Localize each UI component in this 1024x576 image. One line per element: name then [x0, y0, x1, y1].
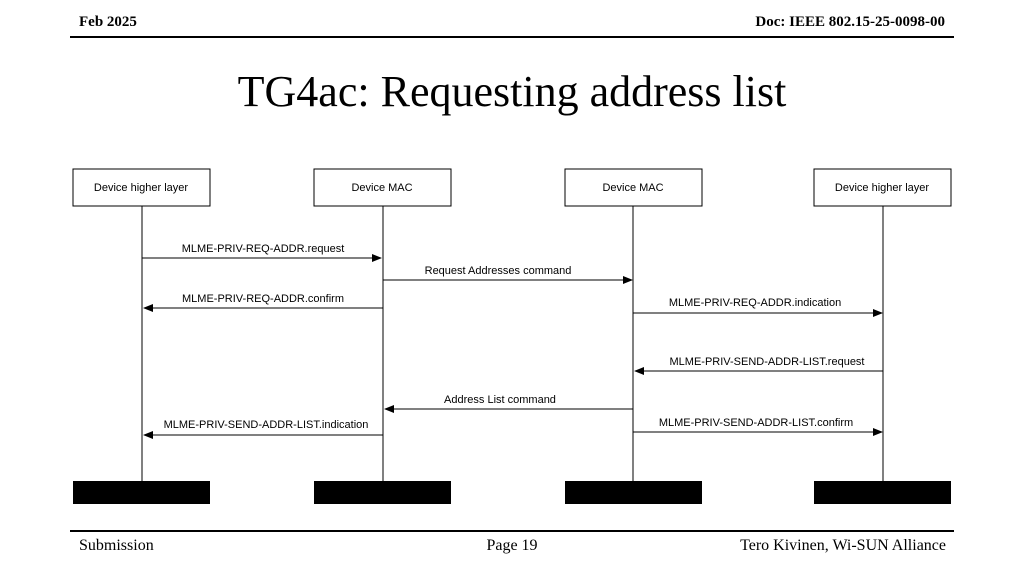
message-label: MLME-PRIV-SEND-ADDR-LIST.request [670, 356, 865, 368]
participant-2: Device MAC [313, 168, 452, 504]
slide-title: TG4ac: Requesting address list [237, 67, 787, 116]
message-label: Request Addresses command [425, 265, 572, 277]
participant-label: Device MAC [351, 182, 412, 194]
message-arrow: MLME-PRIV-SEND-ADDR-LIST.indication [143, 419, 383, 439]
lifeline-end-bar [814, 481, 951, 504]
footer-page-number: Page 19 [486, 537, 538, 554]
participant-label: Device higher layer [835, 182, 929, 194]
participant-label: Device higher layer [94, 182, 188, 194]
footer-divider [70, 530, 954, 532]
message-label: MLME-PRIV-SEND-ADDR-LIST.confirm [659, 417, 853, 429]
participant-label: Device MAC [602, 182, 663, 194]
participant-box [813, 168, 952, 207]
message-arrow: MLME-PRIV-REQ-ADDR.indication [633, 297, 883, 317]
footer-author: Tero Kivinen, Wi-SUN Alliance [740, 537, 946, 554]
participant-box [72, 168, 211, 207]
footer-submission: Submission [79, 537, 154, 554]
message-label: MLME-PRIV-REQ-ADDR.confirm [182, 293, 344, 305]
message-label: MLME-PRIV-SEND-ADDR-LIST.indication [164, 419, 369, 431]
message-arrow: Address List command [384, 394, 633, 413]
message-label: Address List command [444, 394, 556, 406]
header-divider [70, 36, 954, 38]
participant-3: Device MAC [564, 168, 703, 504]
message-label: MLME-PRIV-REQ-ADDR.request [182, 243, 345, 255]
header-doc-id: Doc: IEEE 802.15-25-0098-00 [755, 14, 945, 30]
message-arrow: MLME-PRIV-REQ-ADDR.request [142, 243, 382, 262]
message-arrow: MLME-PRIV-SEND-ADDR-LIST.confirm [633, 417, 883, 436]
header-date: Feb 2025 [79, 14, 137, 30]
lifeline-end-bar [73, 481, 210, 504]
lifeline-end-bar [565, 481, 702, 504]
message-arrow: MLME-PRIV-REQ-ADDR.confirm [143, 293, 383, 312]
message-arrow: Request Addresses command [383, 265, 633, 284]
lifeline-end-bar [314, 481, 451, 504]
participant-4: Device higher layer [813, 168, 952, 504]
participant-box [313, 168, 452, 207]
message-label: MLME-PRIV-REQ-ADDR.indication [669, 297, 841, 309]
message-arrow: MLME-PRIV-SEND-ADDR-LIST.request [634, 356, 883, 375]
participant-1: Device higher layer [72, 168, 211, 504]
